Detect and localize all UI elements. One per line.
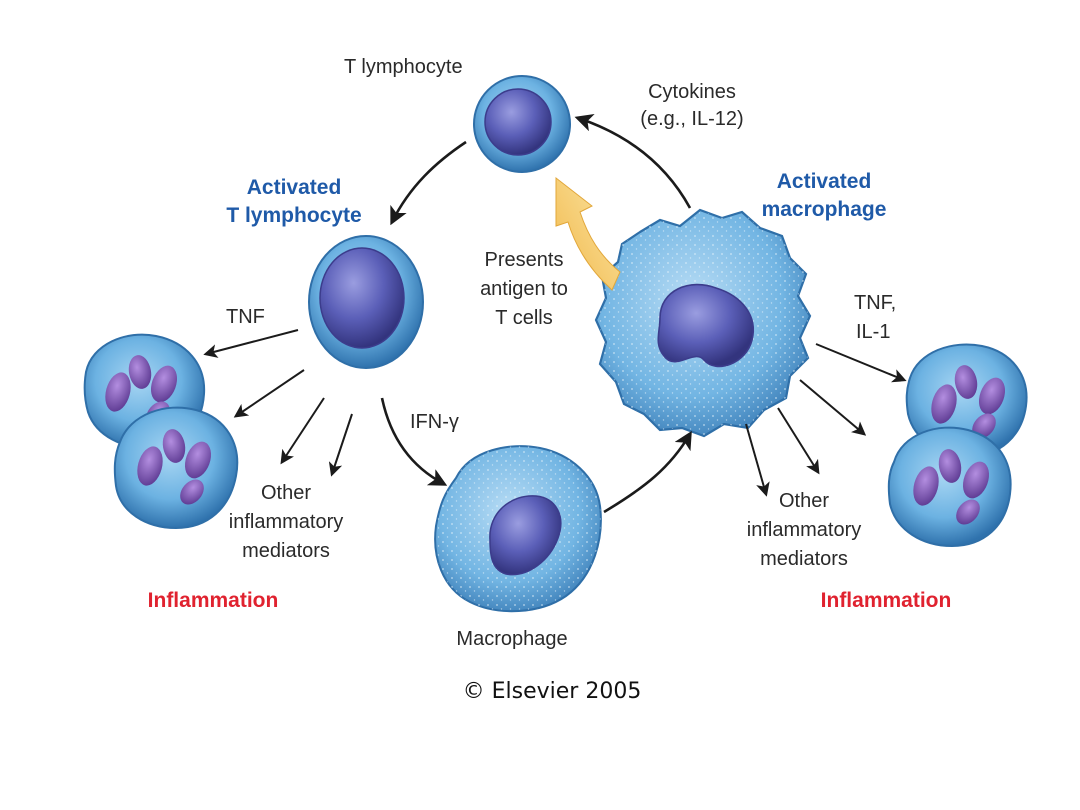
right-neutrophil-bottom [887,426,1012,548]
arrow-activated-t-ifn-to-macrophage [380,397,448,486]
arrow-macrophage-to-t-cytokines [574,113,692,209]
t-lymphocyte-cell [473,75,571,173]
label-presents-2: antigen to [480,278,568,300]
label-other-left-3: mediators [242,540,330,562]
label-tnf-right: TNF, [854,292,896,314]
arrow-left-mediator-1 [233,369,305,418]
activated-macrophage-cell [594,208,812,438]
arrow-left-mediator-2 [280,397,325,465]
activated-t-lymphocyte-cell [308,235,424,369]
arrow-tnf-right [815,343,907,383]
label-tnf-left: TNF [226,306,265,328]
arrow-t-to-activated-t [390,140,467,226]
label-presents-1: Presents [485,249,564,271]
label-activated-macrophage-1: Activated [777,170,872,193]
copyright-notice: © Elsevier 2005 [463,679,642,704]
arrow-tnf-left [203,329,299,358]
label-t-lymphocyte: T lymphocyte [344,56,463,78]
arrow-left-mediator-3 [328,413,353,477]
label-activated-t-1: Activated [247,176,342,199]
arrow-right-mediator-1 [799,379,867,436]
label-activated-macrophage-2: macrophage [762,198,887,221]
label-other-left-2: inflammatory [229,511,343,533]
label-macrophage: Macrophage [456,628,567,650]
label-other-right-2: inflammatory [747,519,861,541]
label-other-right-1: Other [779,490,829,512]
label-ifn-gamma: IFN-γ [410,411,459,433]
label-other-left-1: Other [261,482,311,504]
label-other-right-3: mediators [760,548,848,570]
label-inflammation-right: Inflammation [821,589,952,612]
arrow-right-mediator-3 [745,423,770,497]
label-il1-right: IL-1 [856,321,890,343]
arrow-right-mediator-2 [777,407,820,475]
arrow-macrophage-to-activated-macrophage [603,430,692,514]
label-cytokines-example: (e.g., IL-12) [640,108,743,130]
antigen-presentation-arrow [555,176,621,291]
macrophage-cell [434,445,602,613]
label-inflammation-left: Inflammation [148,589,279,612]
label-cytokines: Cytokines [648,81,736,103]
label-activated-t-2: T lymphocyte [226,204,361,227]
left-neutrophil-bottom [113,406,239,530]
label-presents-3: T cells [495,307,552,329]
